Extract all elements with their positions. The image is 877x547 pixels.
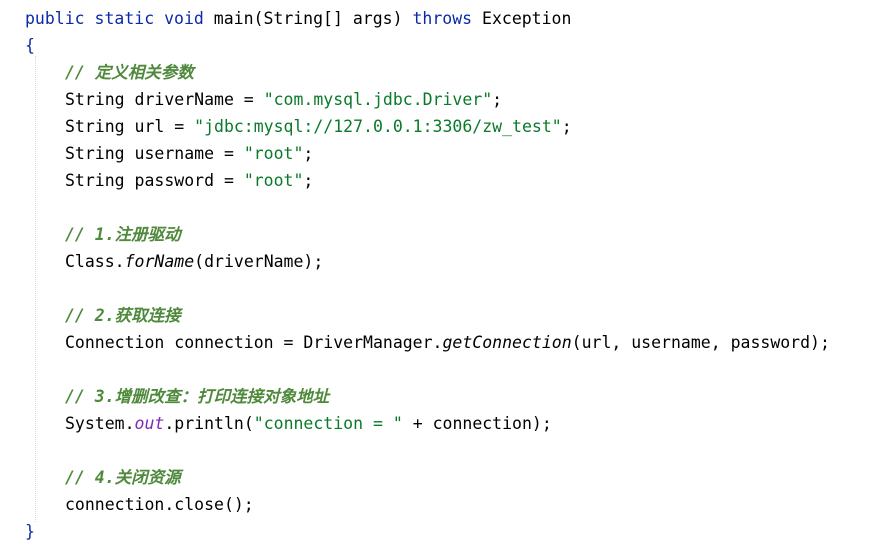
username-value: "root" xyxy=(243,144,304,163)
close-line: connection.close(); xyxy=(65,495,254,514)
class-prefix: Class. xyxy=(65,252,125,271)
semicolon: ; xyxy=(303,144,314,163)
url-value: "jdbc:mysql://127.0.0.1:3306/zw_test" xyxy=(194,117,562,136)
semicolon: ; xyxy=(492,90,503,109)
username-line: String username = "root"; xyxy=(65,140,313,167)
println-string: "connection = " xyxy=(253,414,403,433)
semicolon: ; xyxy=(561,117,572,136)
keyword-throws: throws xyxy=(412,9,473,28)
password-decl: String password = xyxy=(65,171,244,190)
driver-value: "com.mysql.jdbc.Driver" xyxy=(263,90,493,109)
get-connection-method: getConnection xyxy=(442,333,572,352)
semicolon: ; xyxy=(303,171,314,190)
out-field: out xyxy=(134,414,165,433)
username-decl: String username = xyxy=(65,144,244,163)
close-brace: } xyxy=(25,522,35,541)
keyword-void: void xyxy=(164,9,204,28)
comment-close: // 4.关闭资源 xyxy=(65,468,181,487)
forname-args: (driverName); xyxy=(194,252,324,271)
url-line: String url = "jdbc:mysql://127.0.0.1:330… xyxy=(65,113,572,140)
password-line: String password = "root"; xyxy=(65,167,313,194)
connection-line: Connection connection = DriverManager.ge… xyxy=(65,329,830,356)
exception-type: Exception xyxy=(482,9,572,28)
conn-args: (url, username, password); xyxy=(571,333,830,352)
system-prefix: System. xyxy=(65,414,135,433)
forname-method: forName xyxy=(124,252,195,271)
method-name: main(String[] args) xyxy=(213,9,403,28)
comment-connect: // 2.获取连接 xyxy=(65,306,181,325)
comment-params: // 定义相关参数 xyxy=(65,63,194,82)
comment-crud: // 3.增删改查：打印连接对象地址 xyxy=(65,387,330,406)
println-line: System.out.println("connection = " + con… xyxy=(65,410,552,437)
keyword-static: static xyxy=(94,9,155,28)
url-decl: String url = xyxy=(65,117,195,136)
comment-register: // 1.注册驱动 xyxy=(65,225,181,244)
conn-prefix: Connection connection = DriverManager. xyxy=(65,333,443,352)
method-signature-line: public static void main(String[] args) t… xyxy=(25,5,571,32)
forname-line: Class.forName(driverName); xyxy=(65,248,323,275)
keyword-public: public xyxy=(25,9,85,28)
driver-decl: String driverName = xyxy=(65,90,264,109)
println-open: .println( xyxy=(164,414,254,433)
password-value: "root" xyxy=(243,171,304,190)
driver-name-line: String driverName = "com.mysql.jdbc.Driv… xyxy=(65,86,502,113)
open-brace: { xyxy=(25,36,35,55)
indent-guide xyxy=(35,56,36,522)
println-rest: + connection); xyxy=(402,414,552,433)
